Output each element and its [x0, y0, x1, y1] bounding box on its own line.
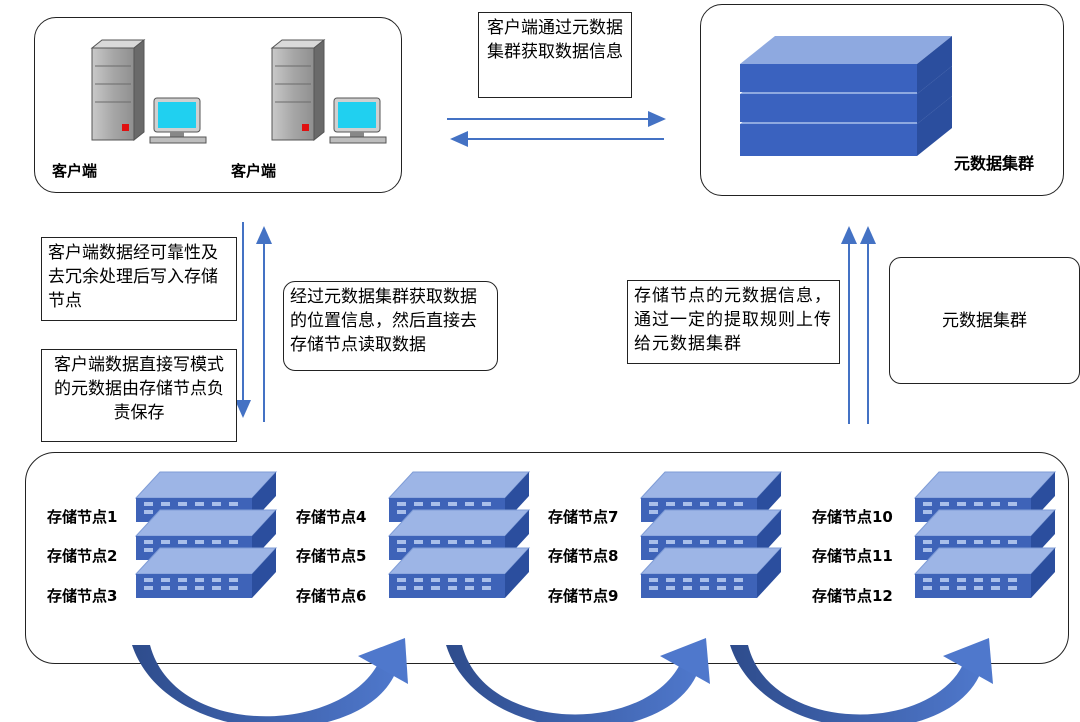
storage-stack-icon-3	[641, 472, 781, 598]
metadata-cluster-box: 元数据集群	[889, 257, 1080, 384]
storage-node-label-1: 存储节点1	[47, 508, 118, 526]
reliability-note: 客户端数据经可靠性及去冗余处理后写入存储节点	[41, 237, 237, 321]
replication-arrow-1	[132, 638, 408, 722]
storage-node-label-3: 存储节点3	[47, 587, 118, 605]
client-label-1: 客户端	[52, 162, 98, 180]
storage-node-label-4: 存储节点4	[296, 508, 367, 526]
metadata-cluster-box-label: 元数据集群	[942, 310, 1027, 331]
storage-stack-icon-2	[389, 472, 529, 598]
replication-arrow-2	[446, 638, 710, 722]
storage-stack-icon-1	[136, 472, 276, 598]
client-computer-icon-2	[271, 39, 387, 144]
storage-node-label-8: 存储节点8	[548, 547, 619, 565]
read-path-note: 经过元数据集群获取数据的位置信息，然后直接去存储节点读取数据	[283, 281, 498, 371]
direct-write-note: 客户端数据直接写模式的元数据由存储节点负责保存	[41, 349, 237, 442]
storage-node-label-10: 存储节点10	[812, 508, 893, 526]
storage-node-label-9: 存储节点9	[548, 587, 619, 605]
metadata-cluster-icon	[740, 36, 952, 156]
storage-node-label-2: 存储节点2	[47, 547, 118, 565]
metadata-cluster-label: 元数据集群	[954, 154, 1035, 173]
replication-arrow-3	[730, 638, 993, 722]
storage-node-label-5: 存储节点5	[296, 547, 367, 565]
storage-node-label-11: 存储节点11	[812, 547, 893, 565]
storage-node-label-7: 存储节点7	[548, 508, 619, 526]
client-label-2: 客户端	[231, 162, 277, 180]
storage-stack-icon-4	[915, 472, 1055, 598]
client-to-meta-note: 客户端通过元数据集群获取数据信息	[478, 12, 632, 98]
client-computer-icon-1	[91, 39, 207, 144]
storage-node-label-12: 存储节点12	[812, 587, 893, 605]
upload-meta-note: 存储节点的元数据信息，通过一定的提取规则上传给元数据集群	[627, 280, 840, 364]
storage-node-label-6: 存储节点6	[296, 587, 367, 605]
